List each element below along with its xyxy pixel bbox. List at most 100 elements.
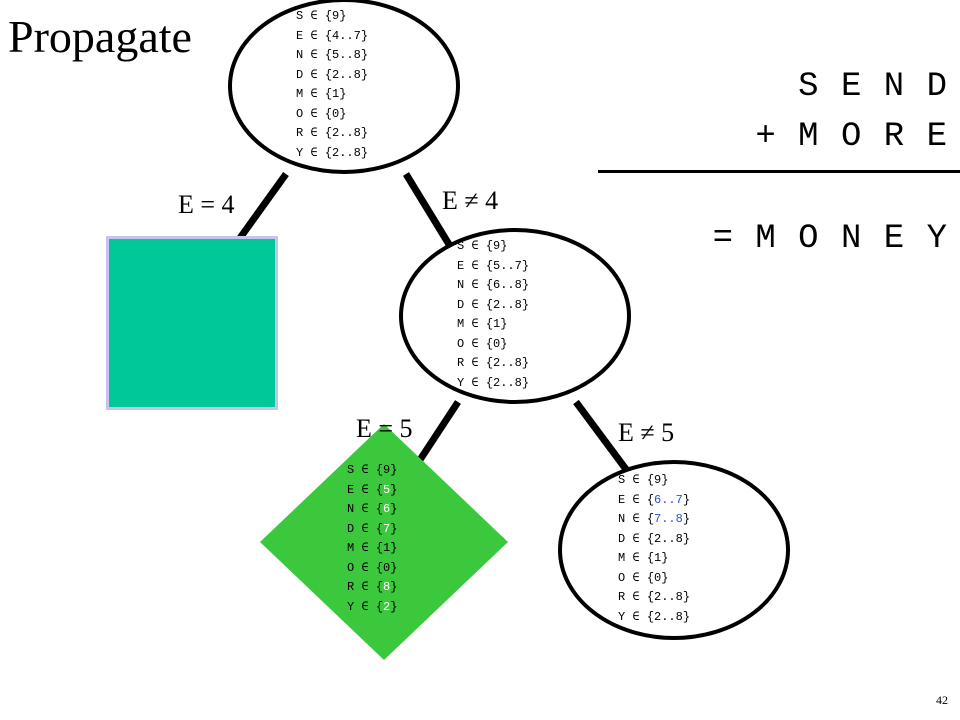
domain-suffix: } xyxy=(339,106,347,121)
root-domain-row: S ∈ {9} xyxy=(296,7,368,27)
middle-node xyxy=(399,228,631,404)
edge-middle-to-right xyxy=(573,399,631,475)
domain-prefix: S ∈ { xyxy=(457,239,494,253)
right-domain-row: M ∈ {1} xyxy=(618,549,690,569)
domain-prefix: R ∈ { xyxy=(296,126,333,140)
edge-label-e-eq-5: E = 5 xyxy=(356,414,413,443)
domain-value: 4..7 xyxy=(332,28,361,43)
solution-domain-row: N ∈ {6} xyxy=(347,500,397,520)
middle-domain-row: N ∈ {6..8} xyxy=(457,276,529,296)
domain-prefix: R ∈ { xyxy=(618,590,655,604)
domain-suffix: } xyxy=(521,278,530,292)
domain-prefix: N ∈ { xyxy=(347,502,384,516)
domain-suffix: } xyxy=(521,375,530,390)
domain-suffix: } xyxy=(521,297,530,312)
domain-prefix: S ∈ { xyxy=(347,463,384,477)
domain-value: 2..8 xyxy=(654,531,683,546)
domain-prefix: Y ∈ { xyxy=(296,145,333,160)
domain-prefix: S ∈ { xyxy=(296,9,333,23)
failed-node-square xyxy=(106,236,278,410)
middle-domain-row: E ∈ {5..7} xyxy=(457,257,529,277)
solution-domains: S ∈ {9}E ∈ {5}N ∈ {6}D ∈ {7}M ∈ {1}O ∈ {… xyxy=(347,461,397,617)
domain-value: 0 xyxy=(654,570,662,585)
edge-label-e-eq-4: E = 4 xyxy=(178,190,235,219)
root-domains: S ∈ {9}E ∈ {4..7}N ∈ {5..8}D ∈ {2..8}M ∈… xyxy=(296,7,368,163)
domain-suffix: } xyxy=(390,502,398,516)
domain-value: 6 xyxy=(383,502,391,516)
edge-root-to-failed xyxy=(237,171,289,241)
right-domain-row: R ∈ {2..8} xyxy=(618,588,690,608)
domain-suffix: } xyxy=(339,87,347,101)
puzzle-sum-rule xyxy=(598,170,960,173)
domain-suffix: } xyxy=(661,551,669,565)
domain-suffix: } xyxy=(339,9,347,23)
domain-suffix: } xyxy=(390,521,398,536)
domain-suffix: } xyxy=(390,560,398,575)
middle-domain-row: O ∈ {0} xyxy=(457,335,529,355)
domain-value: 1 xyxy=(493,317,501,331)
domain-value: 5..8 xyxy=(332,48,361,62)
domain-suffix: } xyxy=(390,599,398,614)
domain-prefix: D ∈ { xyxy=(347,521,384,536)
middle-domains: S ∈ {9}E ∈ {5..7}N ∈ {6..8}D ∈ {2..8}M ∈… xyxy=(457,237,529,393)
domain-value: 2..8 xyxy=(493,356,522,370)
middle-domain-row: M ∈ {1} xyxy=(457,315,529,335)
root-domain-row: M ∈ {1} xyxy=(296,85,368,105)
solution-domain-row: R ∈ {8} xyxy=(347,578,397,598)
domain-value: 2..8 xyxy=(332,126,361,140)
puzzle-line-more: + M O R E xyxy=(755,118,948,156)
root-domain-row: E ∈ {4..7} xyxy=(296,27,368,47)
domain-prefix: M ∈ { xyxy=(618,551,655,565)
solution-domain-row: O ∈ {0} xyxy=(347,559,397,579)
domain-suffix: } xyxy=(360,48,369,62)
domain-prefix: Y ∈ { xyxy=(618,609,655,624)
domain-prefix: D ∈ { xyxy=(296,67,333,82)
domain-value: 9 xyxy=(332,9,340,23)
root-domain-row: D ∈ {2..8} xyxy=(296,66,368,86)
root-domain-row: Y ∈ {2..8} xyxy=(296,144,368,164)
domain-suffix: } xyxy=(521,356,530,370)
domain-suffix: } xyxy=(390,463,398,477)
domain-prefix: Y ∈ { xyxy=(457,375,494,390)
domain-value: 2 xyxy=(383,599,391,614)
middle-domain-row: R ∈ {2..8} xyxy=(457,354,529,374)
domain-value: 2..8 xyxy=(332,67,361,82)
edge-label-e-neq-5: E ≠ 5 xyxy=(618,418,675,447)
domain-suffix: } xyxy=(360,67,369,82)
right-domain-row: E ∈ {6..7} xyxy=(618,491,690,511)
domain-prefix: E ∈ { xyxy=(618,492,655,507)
edge-root-to-middle xyxy=(403,172,453,248)
domain-value: 2..8 xyxy=(654,609,683,624)
domain-prefix: R ∈ { xyxy=(347,580,384,594)
root-domain-row: O ∈ {0} xyxy=(296,105,368,125)
domain-value: 9 xyxy=(493,239,501,253)
domain-value: 7 xyxy=(383,521,391,536)
domain-value: 0 xyxy=(493,336,501,351)
puzzle-line-send: S E N D xyxy=(798,68,948,106)
domain-suffix: } xyxy=(521,258,530,273)
domain-value: 2..8 xyxy=(493,375,522,390)
domain-prefix: O ∈ { xyxy=(347,560,384,575)
solution-node xyxy=(260,424,508,660)
root-domain-row: R ∈ {2..8} xyxy=(296,124,368,144)
domain-suffix: } xyxy=(500,317,508,331)
domain-prefix: E ∈ { xyxy=(296,28,333,43)
domain-prefix: O ∈ { xyxy=(618,570,655,585)
domain-prefix: O ∈ { xyxy=(296,106,333,121)
domain-value: 6..7 xyxy=(654,492,683,507)
solution-domain-row: S ∈ {9} xyxy=(347,461,397,481)
domain-value: 9 xyxy=(654,473,662,487)
root-node xyxy=(228,0,460,174)
domain-value: 2..8 xyxy=(654,590,683,604)
domain-value: 0 xyxy=(383,560,391,575)
domain-prefix: D ∈ { xyxy=(457,297,494,312)
solution-domain-row: E ∈ {5} xyxy=(347,481,397,501)
domain-value: 1 xyxy=(332,87,340,101)
domain-suffix: } xyxy=(661,570,669,585)
domain-suffix: } xyxy=(500,336,508,351)
domain-suffix: } xyxy=(682,492,691,507)
domain-prefix: E ∈ { xyxy=(347,482,384,497)
domain-prefix: E ∈ { xyxy=(457,258,494,273)
